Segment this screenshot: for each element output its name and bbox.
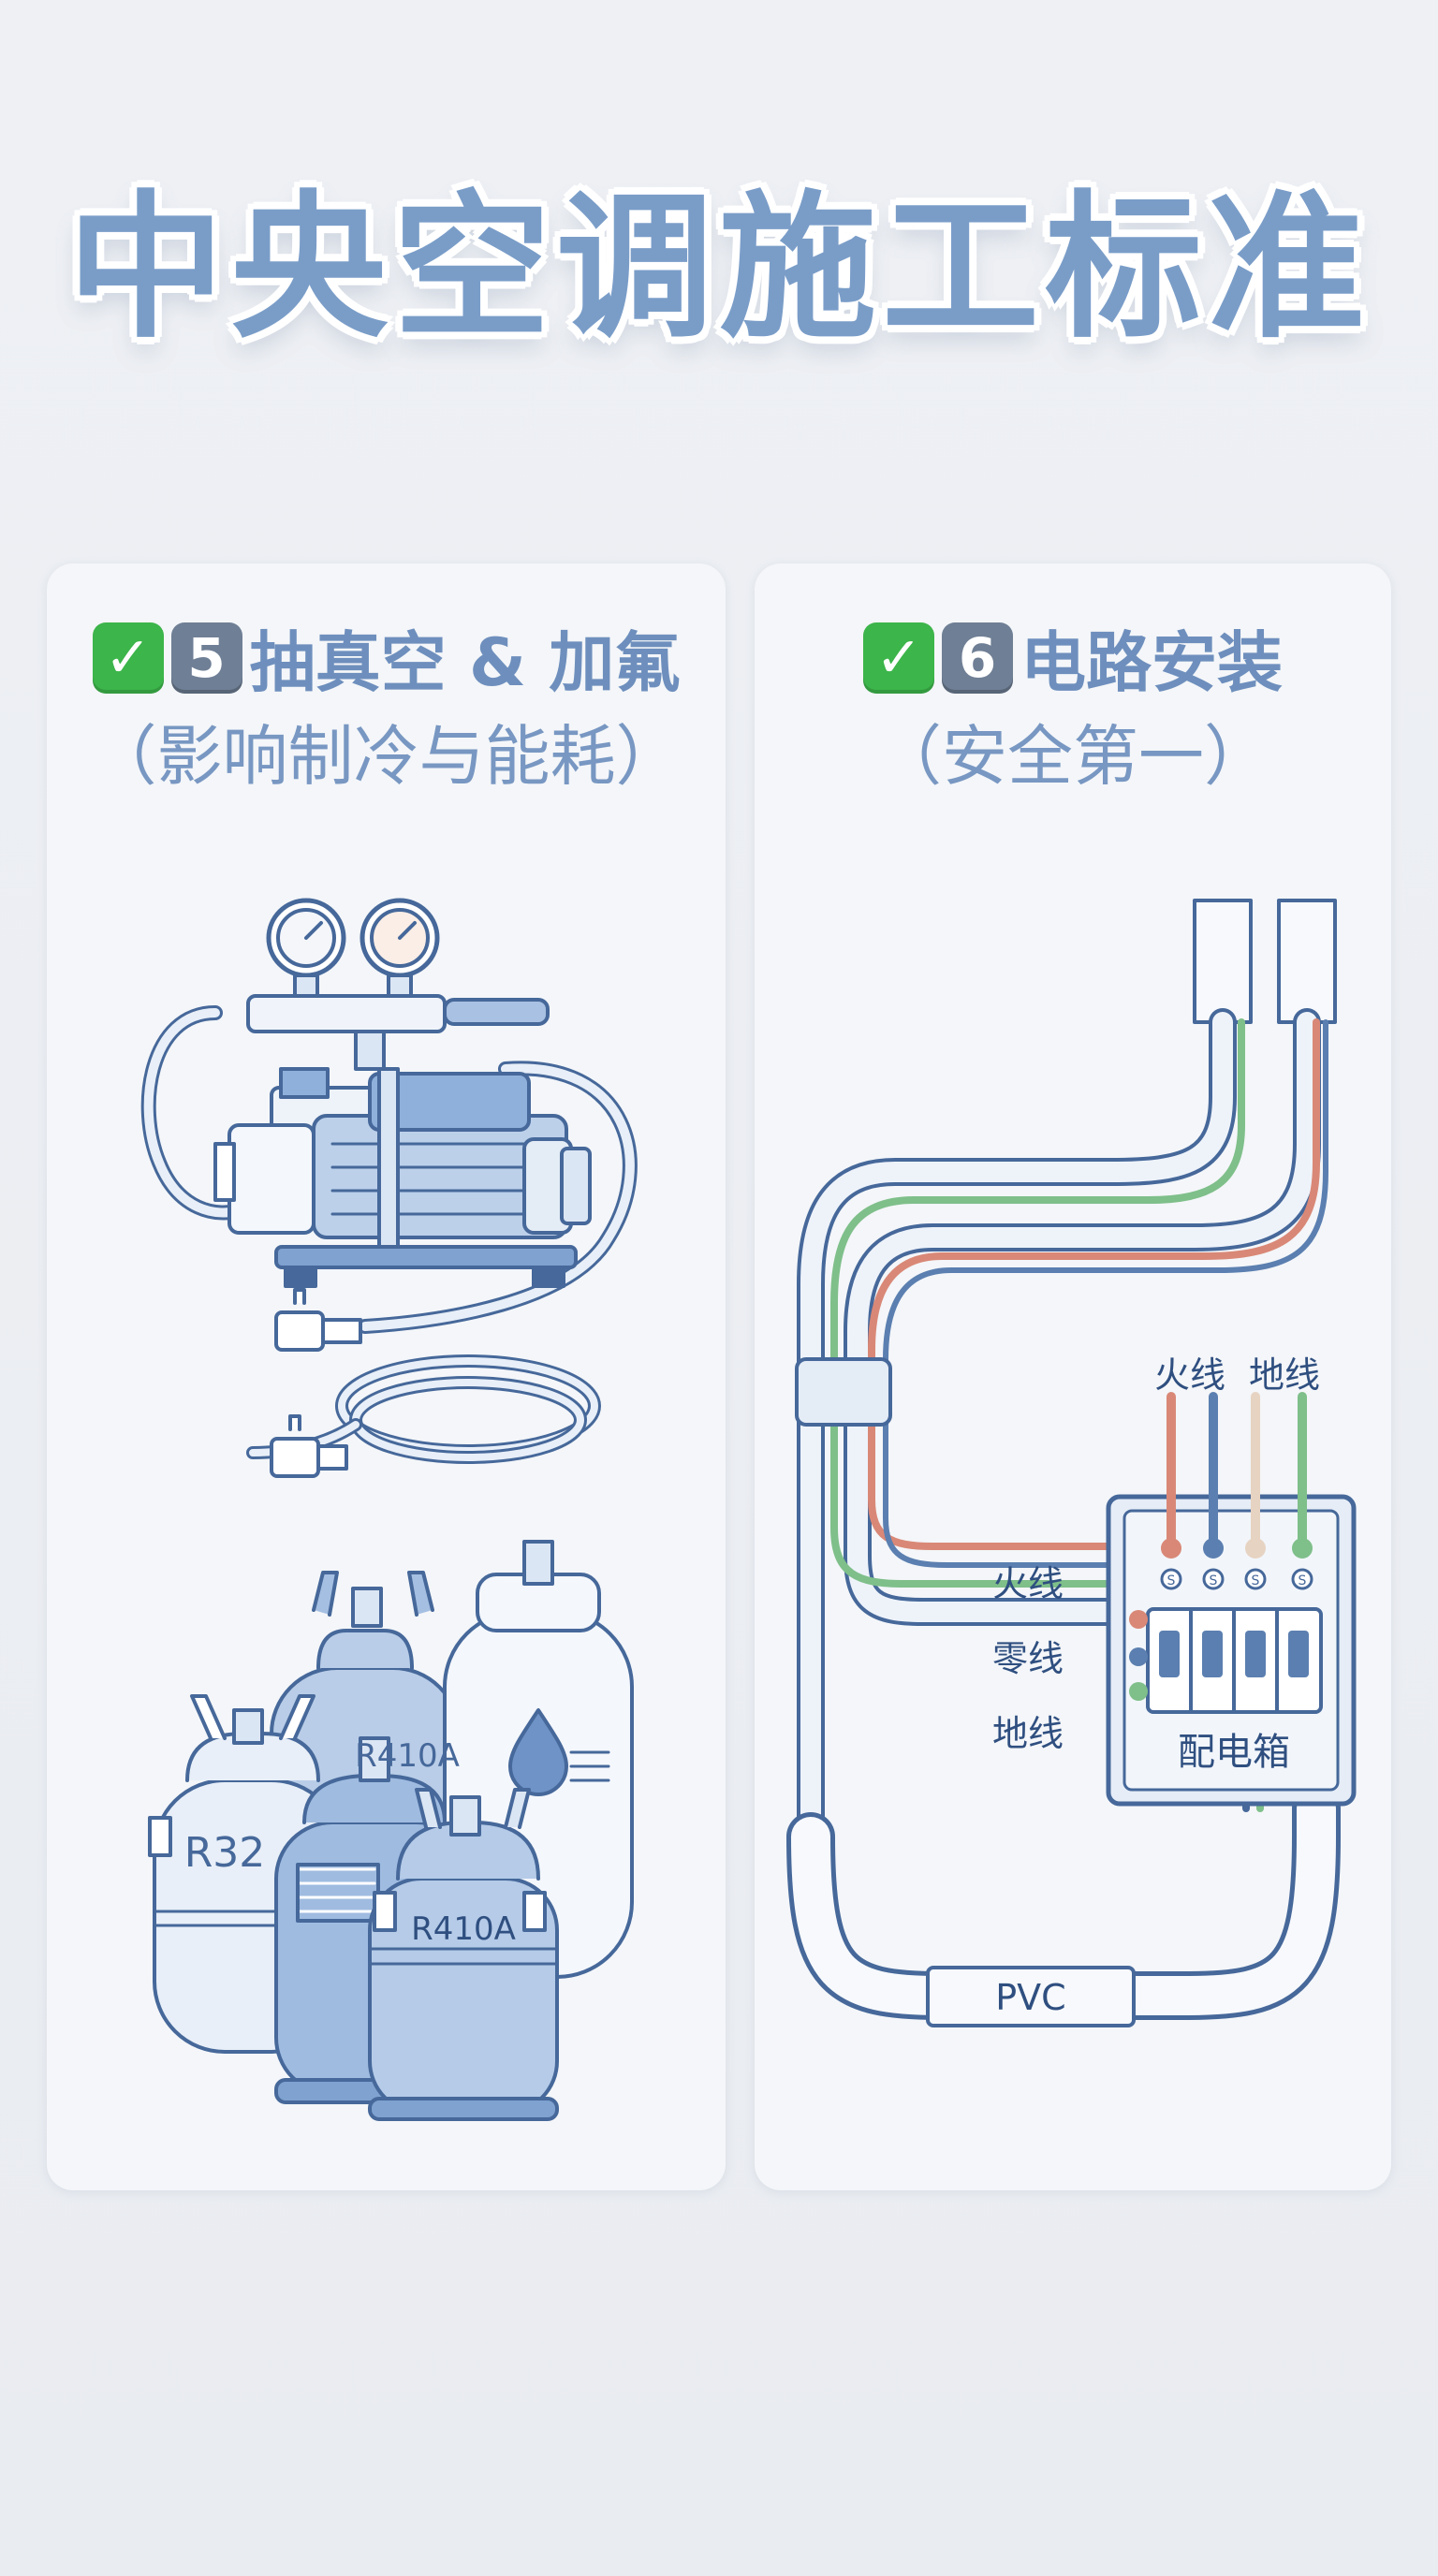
- cylinder-label-front: R410A: [411, 1910, 516, 1948]
- terminal-mark: S: [1252, 1573, 1260, 1588]
- panel-subheading: （影响制冷与能耗）: [91, 718, 682, 795]
- step-number-badge: 6: [942, 622, 1013, 694]
- panel-heading-row: ✓ 6 电路安装: [755, 610, 1391, 705]
- wire-label-neutral: 零线: [992, 1638, 1064, 1679]
- panel-heading-row: ✓ 5 抽真空 & 加氟: [47, 610, 726, 705]
- wire-label-earth: 地线: [992, 1713, 1064, 1754]
- panel-heading: 抽真空 & 加氟: [249, 624, 681, 701]
- top-label-earth: 地线: [1249, 1354, 1320, 1396]
- panel-electrical: ✓ 6 电路安装 （安全第一）: [755, 564, 1391, 2190]
- page-title: 中央空调施工标准: [67, 176, 1371, 359]
- panel-heading: 电路安装: [1020, 624, 1283, 701]
- panel-vacuum-refrigerant: ✓ 5 抽真空 & 加氟 （影响制冷与能耗）: [47, 564, 726, 2190]
- distribution-box-label: 配电箱: [1178, 1731, 1290, 1774]
- step-number-badge: 5: [170, 622, 242, 694]
- terminal-mark: S: [1299, 1573, 1307, 1588]
- panel-subheading: （安全第一）: [876, 718, 1269, 795]
- cylinder-label-left: R32: [184, 1829, 266, 1877]
- top-label-live: 火线: [1154, 1354, 1225, 1396]
- wire-label-live: 火线: [992, 1563, 1064, 1604]
- vacuum-pump-illustration: R410A R32 R410A: [140, 898, 638, 2121]
- check-mark-icon: ✓: [92, 622, 164, 694]
- conduit-label: PVC: [995, 1977, 1065, 2018]
- terminal-mark: S: [1167, 1573, 1176, 1588]
- wiring-illustration: S S S S 火线 地线 火线 零线 地线 配电箱 PVC: [786, 899, 1357, 2027]
- terminal-mark: S: [1210, 1573, 1218, 1588]
- cylinder-label-back: R410A: [355, 1737, 460, 1775]
- check-mark-icon: ✓: [863, 622, 934, 694]
